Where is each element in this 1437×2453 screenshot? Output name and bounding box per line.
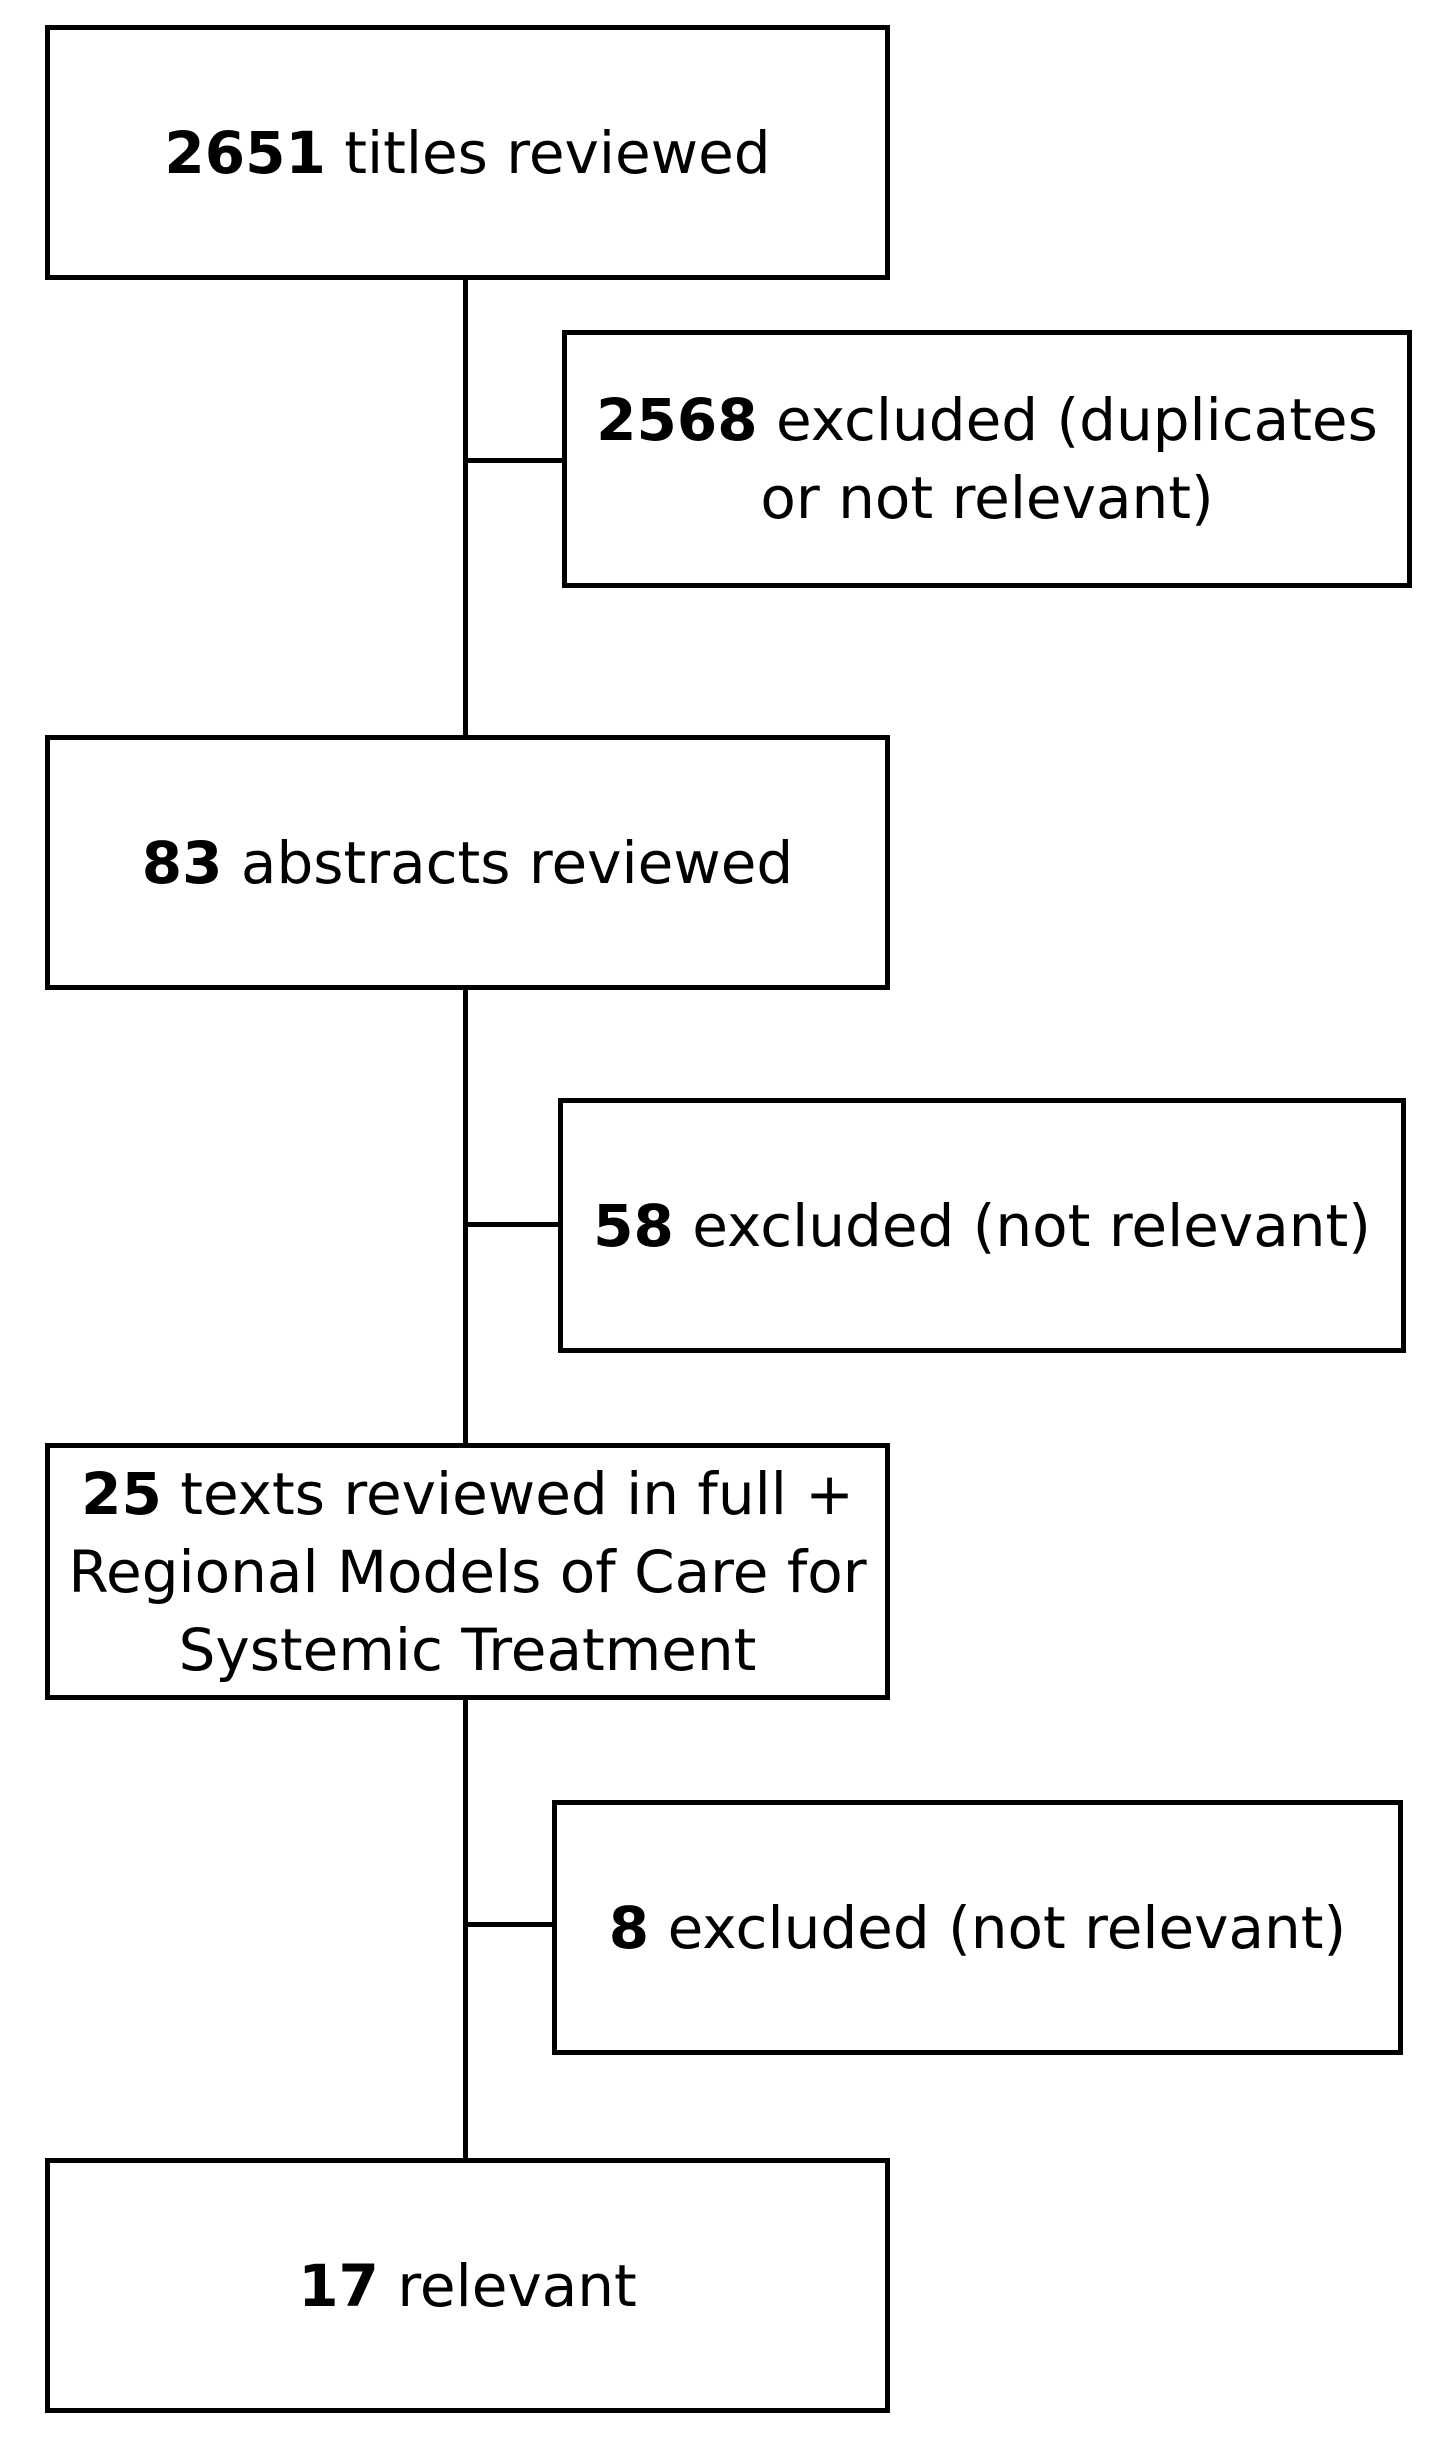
connector-branch-excluded2 [463, 1222, 561, 1227]
step-abstracts-reviewed-count: 83 [141, 828, 223, 897]
excluded-duplicates-label: excluded (duplicates or not relevant) [757, 386, 1378, 532]
step-abstracts-reviewed-text: 83 abstracts reviewed [142, 824, 793, 902]
excluded-abstracts-box: 58 excluded (not relevant) [558, 1098, 1406, 1353]
connector-step3-step4 [463, 1697, 468, 2159]
step-relevant-label: relevant [378, 2251, 637, 2320]
excluded-duplicates-box: 2568 excluded (duplicates or not relevan… [562, 330, 1412, 588]
connector-branch-excluded1 [463, 458, 565, 463]
step-full-texts-text: 25 texts reviewed in full + Regional Mod… [68, 1455, 867, 1689]
connector-step2-step3 [463, 988, 468, 1446]
excluded-duplicates-count: 2568 [596, 386, 758, 454]
step-titles-reviewed-text: 2651 titles reviewed [164, 114, 770, 192]
excluded-full-texts-box: 8 excluded (not relevant) [552, 1800, 1403, 2055]
step-abstracts-reviewed-box: 83 abstracts reviewed [45, 735, 890, 990]
excluded-full-texts-count: 8 [608, 1893, 650, 1962]
excluded-duplicates-text: 2568 excluded (duplicates or not relevan… [595, 381, 1379, 537]
step-relevant-count: 17 [298, 2251, 379, 2320]
step-titles-reviewed-label: titles reviewed [325, 118, 771, 187]
excluded-full-texts-text: 8 excluded (not relevant) [609, 1889, 1346, 1967]
excluded-abstracts-label: excluded (not relevant) [673, 1191, 1371, 1260]
step-titles-reviewed-count: 2651 [164, 118, 326, 187]
connector-step1-step2 [463, 277, 468, 737]
step-relevant-box: 17 relevant [45, 2158, 890, 2413]
connector-branch-excluded3 [463, 1922, 555, 1927]
step-titles-reviewed-box: 2651 titles reviewed [45, 25, 890, 280]
step-full-texts-count: 25 [81, 1459, 162, 1528]
step-relevant-text: 17 relevant [298, 2247, 637, 2325]
step-full-texts-label: texts reviewed in full + Regional Models… [68, 1459, 867, 1684]
step-full-texts-box: 25 texts reviewed in full + Regional Mod… [45, 1443, 890, 1700]
excluded-abstracts-count: 58 [593, 1191, 674, 1260]
step-abstracts-reviewed-label: abstracts reviewed [222, 828, 794, 897]
excluded-abstracts-text: 58 excluded (not relevant) [593, 1187, 1371, 1265]
excluded-full-texts-label: excluded (not relevant) [649, 1893, 1347, 1962]
